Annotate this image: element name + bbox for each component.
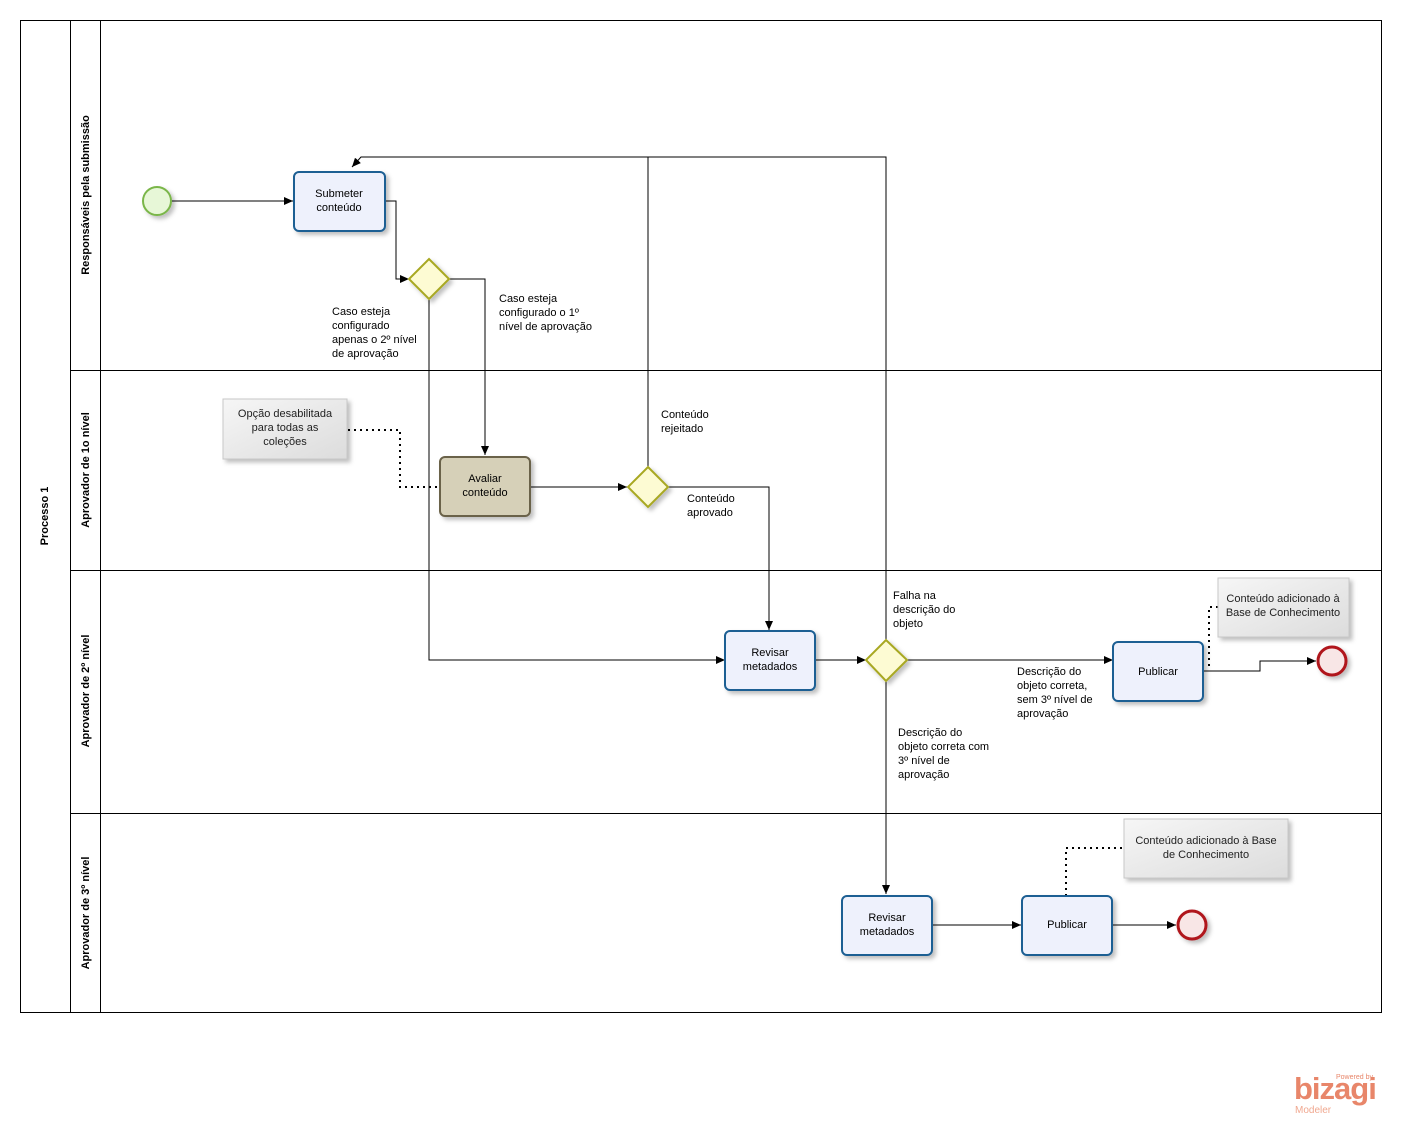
flow-label-apenas-nivel2: Caso esteja configurado apenas o 2º níve… bbox=[332, 306, 417, 360]
svg-text:nível de aprovação: nível de aprovação bbox=[499, 321, 592, 333]
task-publicar-nivel3[interactable]: Publicar bbox=[1021, 895, 1113, 956]
svg-text:Caso esteja: Caso esteja bbox=[499, 293, 558, 305]
flow-falha[interactable] bbox=[648, 156, 887, 640]
task-label: Publicar bbox=[1138, 666, 1178, 678]
svg-text:objeto: objeto bbox=[893, 618, 923, 630]
annotation-text: Base de Conhecimento bbox=[1226, 607, 1340, 619]
svg-text:aprovado: aprovado bbox=[687, 507, 733, 519]
svg-text:de aprovação: de aprovação bbox=[332, 348, 399, 360]
lane-title-nivel2: Aprovador de 2º nível bbox=[80, 635, 92, 748]
flow-publicar2-end[interactable] bbox=[1204, 657, 1316, 672]
flow-label-aprovado: Conteúdo aprovado bbox=[687, 493, 735, 519]
annotation-text: Conteúdo adicionado à bbox=[1226, 593, 1340, 605]
annotation-opcao-desabilitada[interactable]: Opção desabilitada para todas as coleçõe… bbox=[222, 398, 348, 460]
task-label: conteúdo bbox=[462, 487, 507, 499]
svg-text:Conteúdo: Conteúdo bbox=[687, 493, 735, 505]
annotation-text: coleções bbox=[263, 436, 307, 448]
svg-text:aprovação: aprovação bbox=[898, 769, 949, 781]
brand-powered-by: Powered by bbox=[1336, 1074, 1373, 1081]
svg-text:apenas o 2º nível: apenas o 2º nível bbox=[332, 334, 417, 346]
flow-label-sem-nivel3: Descrição do objeto correta, sem 3º níve… bbox=[1017, 666, 1093, 720]
annotation-base-conhecimento-nivel2[interactable]: Conteúdo adicionado à Base de Conhecimen… bbox=[1217, 577, 1350, 638]
svg-text:objeto correta com: objeto correta com bbox=[898, 741, 989, 753]
brand-logo: bizagi bbox=[1294, 1071, 1377, 1106]
svg-text:Descrição do: Descrição do bbox=[1017, 666, 1081, 678]
task-label: Submeter bbox=[315, 188, 363, 200]
task-label: Publicar bbox=[1047, 919, 1087, 931]
flow-label-falha: Falha na descrição do objeto bbox=[893, 590, 955, 630]
task-label: Revisar bbox=[751, 647, 789, 659]
sequence-flows bbox=[172, 156, 1316, 929]
svg-text:aprovação: aprovação bbox=[1017, 708, 1068, 720]
task-label: Avaliar bbox=[468, 473, 502, 485]
svg-text:objeto correta,: objeto correta, bbox=[1017, 680, 1087, 692]
task-avaliar-conteudo[interactable]: Avaliar conteúdo bbox=[439, 456, 531, 517]
flow-label-com-nivel3: Descrição do objeto correta com 3º nível… bbox=[898, 727, 989, 781]
annotation-text: de Conhecimento bbox=[1163, 849, 1249, 861]
gateway-revisao[interactable] bbox=[864, 638, 909, 683]
flow-label-nivel1: Caso esteja configurado o 1º nível de ap… bbox=[499, 293, 592, 333]
svg-text:configurado: configurado bbox=[332, 320, 390, 332]
annotation-text: Conteúdo adicionado à Base bbox=[1135, 835, 1276, 847]
gateway-nivel-config[interactable] bbox=[407, 257, 451, 301]
start-event[interactable] bbox=[142, 186, 172, 216]
svg-text:3º nível de: 3º nível de bbox=[898, 755, 950, 767]
annotation-base-conhecimento-nivel3[interactable]: Conteúdo adicionado à Base de Conhecimen… bbox=[1123, 818, 1289, 879]
associations bbox=[348, 429, 1218, 896]
pool: Processo 1 Responsáveis pela submissão A… bbox=[20, 20, 1382, 1013]
end-event-nivel3[interactable] bbox=[1176, 909, 1208, 941]
svg-text:Caso esteja: Caso esteja bbox=[332, 306, 391, 318]
flow-label-rejeitado: Conteúdo rejeitado bbox=[661, 409, 709, 435]
task-label: metadados bbox=[860, 926, 915, 938]
brand-modeler: Modeler bbox=[1295, 1105, 1332, 1116]
assoc-base3 bbox=[1065, 847, 1124, 896]
task-revisar-metadados-nivel3[interactable]: Revisar metadados bbox=[841, 895, 933, 956]
task-publicar-nivel2[interactable]: Publicar bbox=[1112, 641, 1204, 702]
task-label: conteúdo bbox=[316, 202, 361, 214]
svg-text:Descrição do: Descrição do bbox=[898, 727, 962, 739]
annotation-text: para todas as bbox=[252, 422, 319, 434]
flow-aprovado[interactable] bbox=[668, 486, 773, 630]
annotation-text: Opção desabilitada bbox=[238, 408, 333, 420]
task-label: metadados bbox=[743, 661, 798, 673]
flow-gateway-avaliar[interactable] bbox=[449, 278, 489, 455]
svg-text:sem 3º nível de: sem 3º nível de bbox=[1017, 694, 1093, 706]
gateway-avaliacao[interactable] bbox=[626, 465, 670, 509]
pool-title: Processo 1 bbox=[39, 487, 51, 546]
flow-submeter-gateway[interactable] bbox=[385, 200, 409, 283]
svg-text:descrição do: descrição do bbox=[893, 604, 955, 616]
task-label: Revisar bbox=[868, 912, 906, 924]
svg-text:Falha na: Falha na bbox=[893, 590, 937, 602]
lane-title-nivel1: Aprovador de 1o nível bbox=[80, 412, 92, 528]
svg-text:rejeitado: rejeitado bbox=[661, 423, 703, 435]
lane-title-nivel3: Aprovador de 3º nível bbox=[80, 857, 92, 970]
svg-text:Conteúdo: Conteúdo bbox=[661, 409, 709, 421]
lane-title-submissao: Responsáveis pela submissão bbox=[80, 115, 92, 275]
task-submeter-conteudo[interactable]: Submeter conteúdo bbox=[293, 171, 386, 232]
task-revisar-metadados-nivel2[interactable]: Revisar metadados bbox=[724, 630, 816, 691]
flow-rejeitado[interactable] bbox=[351, 156, 649, 467]
assoc-base2 bbox=[1208, 606, 1218, 666]
svg-text:configurado o 1º: configurado o 1º bbox=[499, 307, 579, 319]
end-event-nivel2[interactable] bbox=[1316, 645, 1348, 677]
flow-gateway-revisar2[interactable] bbox=[428, 299, 725, 664]
assoc-opcao bbox=[348, 429, 440, 488]
